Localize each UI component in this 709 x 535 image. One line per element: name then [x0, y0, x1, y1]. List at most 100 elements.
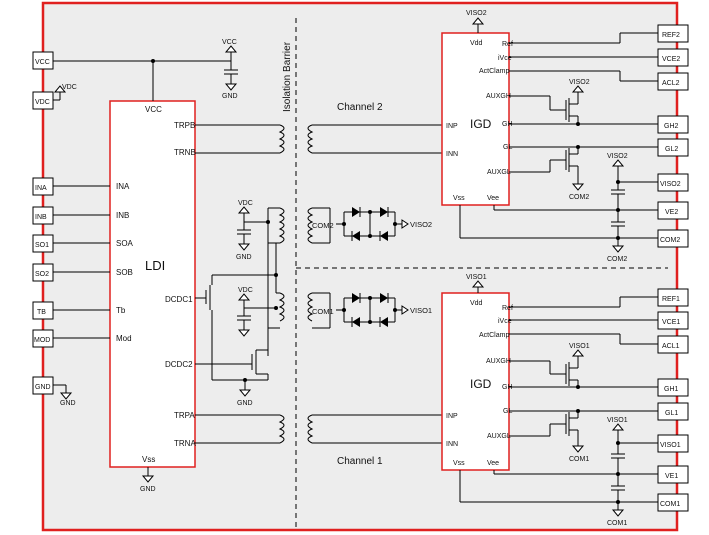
svg-text:REF1: REF1 [662, 296, 680, 303]
left-pin-ina: INA [32, 177, 54, 196]
vdc-arrow-2: VDC [237, 287, 253, 301]
diodes-ch2 [342, 207, 397, 241]
igd1-pin-gh: GH [502, 384, 513, 391]
svg-text:VE2: VE2 [665, 209, 678, 216]
left-pin-vcc: VCC [32, 51, 54, 70]
svg-text:VISO1: VISO1 [466, 274, 487, 281]
svg-text:COM2: COM2 [569, 194, 589, 201]
igd2-pin-auxgh: AUXGH [486, 93, 511, 100]
left-pin-mod: MOD [32, 329, 54, 348]
right-pin-com2: COM2 [657, 229, 689, 248]
ldi-pin-trpb: TRPB [174, 121, 195, 130]
ldi-pin-trna: TRNA [174, 439, 196, 448]
gnd-symbol-ldi: GND [140, 475, 156, 493]
igd1-vss: Vss [453, 460, 465, 467]
vcc-arrow: VCC [222, 39, 238, 53]
svg-text:GND: GND [222, 93, 238, 100]
diodes-ch1 [342, 293, 397, 327]
ldi-vcc-pin: VCC [145, 105, 162, 114]
igd2-pin-auxgl: AUXGL [487, 169, 511, 176]
right-pin-gl1: GL1 [657, 402, 689, 421]
ldi-transformer-wiring [195, 124, 442, 444]
igd2-inn: INN [446, 151, 458, 158]
svg-text:GND: GND [237, 400, 253, 407]
svg-text:VISO2: VISO2 [569, 79, 590, 86]
svg-text:VDC: VDC [238, 287, 253, 294]
left-pin-so2: SO2 [32, 263, 54, 282]
gnd-symbol-top: GND [222, 83, 238, 100]
igd1-inn: INN [446, 441, 458, 448]
igd1-vdd: Vdd [470, 300, 483, 307]
svg-text:GND: GND [140, 486, 156, 493]
ch2-aux-com2-symbol: COM2 [569, 183, 589, 201]
svg-text:COM2: COM2 [660, 237, 680, 244]
igd1-pin-gl: GL [503, 408, 512, 415]
ldi-vss-pin: Vss [142, 455, 155, 464]
ldi-pin-sob: SOB [116, 268, 133, 277]
svg-text:GL2: GL2 [665, 146, 678, 153]
junction-dcdc-a [266, 220, 270, 224]
igd2-vss: Vss [453, 195, 465, 202]
right-pin-ref2: REF2 [657, 24, 689, 43]
igd2-pin-gl: GL [503, 144, 512, 151]
svg-text:INA: INA [35, 185, 47, 192]
igd2-pin-gh: GH [502, 121, 513, 128]
ldi-pin-ina: INA [116, 182, 130, 191]
svg-text:VDC: VDC [35, 99, 50, 106]
isolation-barrier-label: Isolation Barrier [282, 41, 293, 112]
svg-text:VISO2: VISO2 [607, 153, 628, 160]
gnd-symbol-dcdc-3: GND [237, 389, 253, 407]
ldi-pin-trnb: TRNB [174, 148, 196, 157]
junction-dcdc-gnd [243, 378, 247, 382]
svg-text:COM2: COM2 [607, 256, 627, 263]
igd1-pin-actclamp: ActClamp [479, 332, 509, 339]
vdc-arrow-1: VDC [237, 200, 253, 214]
igd1-title: IGD [470, 377, 492, 391]
svg-text:VDC: VDC [62, 84, 77, 91]
ldi-pin-trpa: TRPA [174, 411, 195, 420]
svg-text:VISO1: VISO1 [410, 306, 432, 315]
svg-text:COM1: COM1 [569, 456, 589, 463]
right-pin-viso2: VISO2 [657, 173, 689, 192]
ldi-pin-dcdc1: DCDC1 [165, 295, 193, 304]
igd2-pin-ref: Ref [502, 41, 513, 48]
svg-text:VDC: VDC [238, 200, 253, 207]
right-pin-gl2: GL2 [657, 138, 689, 157]
right-pin-viso1: VISO1 [657, 434, 689, 453]
ldi-pin-soa: SOA [116, 239, 134, 248]
svg-text:REF2: REF2 [662, 32, 680, 39]
svg-text:GH2: GH2 [664, 123, 679, 130]
junction-vcc [151, 59, 155, 63]
right-pin-acl1: ACL1 [657, 335, 689, 354]
left-pin-tb: TB [32, 301, 54, 320]
igd2-block [441, 32, 510, 206]
igd2-pin-ivce: iVce [498, 55, 512, 62]
svg-text:VCC: VCC [35, 59, 50, 66]
ldi-pin-tb: Tb [116, 306, 126, 315]
ch1-cap-viso1-arrow: VISO1 [607, 417, 628, 431]
igd2-inp: INP [446, 123, 458, 130]
ldi-pin-mod: Mod [116, 334, 132, 343]
right-pin-com1: COM1 [657, 493, 689, 512]
left-pin-inb: INB [32, 206, 54, 225]
svg-text:VCE1: VCE1 [662, 319, 680, 326]
igd1-vee: Vee [487, 460, 499, 467]
igd1-pin-auxgh: AUXGH [486, 358, 511, 365]
svg-text:GND: GND [60, 400, 76, 407]
svg-text:VISO1: VISO1 [660, 442, 681, 449]
igd2-vdd: Vdd [470, 40, 483, 47]
vdc-arrow-left: VDC [53, 84, 77, 93]
svg-text:VISO1: VISO1 [607, 417, 628, 424]
svg-text:GND: GND [35, 384, 51, 391]
right-pin-ref1: REF1 [657, 288, 689, 307]
ch1-cap-com1-symbol: COM1 [607, 509, 627, 527]
svg-text:TB: TB [37, 309, 46, 316]
rectifier-viso1-arrow: VISO1 [401, 305, 432, 315]
svg-text:GH1: GH1 [664, 386, 679, 393]
ldi-pin-inb: INB [116, 211, 129, 220]
igd1-inp: INP [446, 413, 458, 420]
channel-1-label: Channel 1 [337, 456, 383, 467]
svg-text:GND: GND [236, 254, 252, 261]
svg-text:GL1: GL1 [665, 410, 678, 417]
left-pin-vdc: VDC [32, 91, 54, 110]
